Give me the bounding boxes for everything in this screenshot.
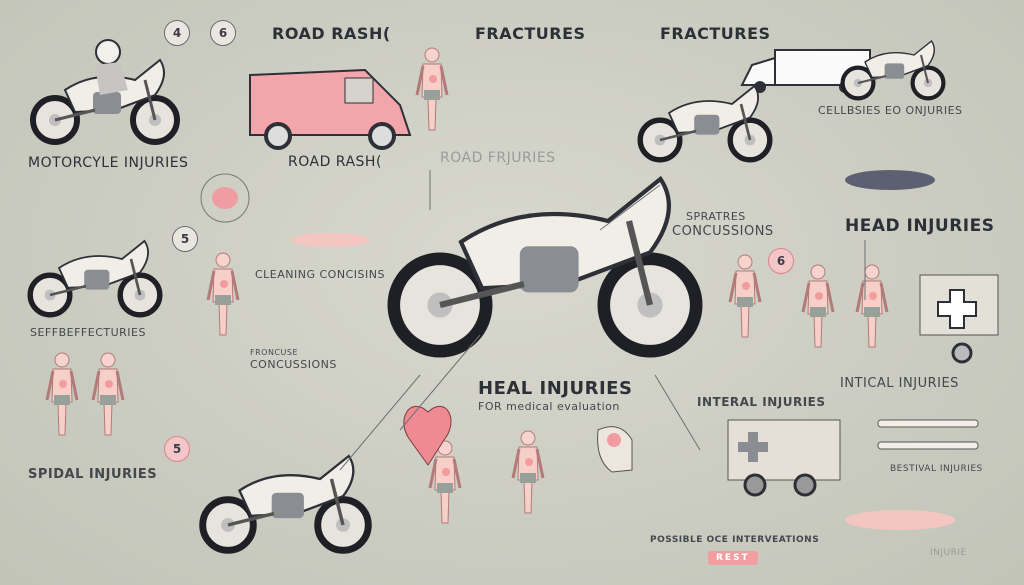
- human-figure-icon: [206, 251, 240, 337]
- heading-road-rash-2: ROAD RASH(: [288, 154, 382, 170]
- human-figure-icon: [415, 46, 449, 132]
- heading-fractures: FRACTURES: [475, 24, 586, 43]
- human-figure-icon: [91, 351, 125, 437]
- heading-seffbeffecturies: SEFFBEFFECTURIES: [30, 326, 146, 339]
- heal-subtitle: FOR medical evaluation: [478, 400, 620, 413]
- motorcycle-icon: [203, 456, 369, 550]
- ambulance-icon: [727, 419, 841, 497]
- heading-road-frjuries: ROAD FRJURIES: [440, 150, 556, 166]
- heading-concussions: CONCUSSIONS: [672, 224, 774, 239]
- heading-spidal-injuries: SPIDAL INJURIES: [28, 467, 158, 482]
- heading-fractures-2: FRACTURES: [660, 24, 771, 43]
- number-badge: 4: [164, 20, 190, 46]
- human-figure-icon: [801, 263, 835, 349]
- heading-motorcycle-injuries: MOTORCYLE INJURIES: [28, 155, 189, 171]
- motorcycle-icon: [640, 86, 770, 160]
- number-badge: 5: [172, 226, 198, 252]
- heading-cleaning-concisins: CLEANING CONCISINS: [255, 268, 385, 281]
- heading-concussions-left: CONCUSSIONS: [250, 358, 337, 371]
- heading-road-rash: ROAD RASH(: [272, 24, 391, 43]
- heading-spratres: SPRATRES: [686, 210, 746, 223]
- ambulance-icon: [919, 274, 999, 364]
- human-figure-icon: [728, 253, 762, 339]
- human-figure-icon: [45, 351, 79, 437]
- heading-cellbsies: CELLBSIES EO ONJURIES: [818, 104, 963, 117]
- brain-icon: [200, 173, 250, 223]
- heading-head-injuries: HEAD INJURIES: [845, 216, 995, 236]
- bone-icon: [877, 419, 979, 450]
- van-icon: [249, 68, 412, 150]
- heading-froncuse: FRONCUSE: [250, 348, 299, 357]
- rest-badge: REST: [708, 551, 758, 565]
- heading-heal-injuries: HEAL INJURIES: [478, 378, 633, 399]
- number-badge: 5: [164, 436, 190, 462]
- heading-interal-injuries: INTERAL INJURIES: [697, 395, 826, 409]
- number-badge: 6: [210, 20, 236, 46]
- medical-cross-icon: [738, 432, 768, 462]
- human-figure-icon: [511, 429, 545, 515]
- heading-intical-injuries: INTICAL INJURIES: [840, 376, 959, 391]
- heading-possible-interventions: POSSIBLE OCE INTERVEATIONS: [650, 535, 820, 545]
- heading-bestival-injuries: BESTIVAL INJURIES: [890, 464, 983, 474]
- motorcycle-icon: [30, 241, 160, 315]
- heart-icon: [403, 405, 452, 466]
- number-badge: 6: [768, 248, 794, 274]
- medical-cross-icon: [937, 289, 977, 329]
- skull-icon: [597, 426, 633, 473]
- human-figure-icon: [855, 263, 889, 349]
- motorcycle-icon: [394, 179, 696, 351]
- heading-injurie: INJURIE: [930, 548, 967, 558]
